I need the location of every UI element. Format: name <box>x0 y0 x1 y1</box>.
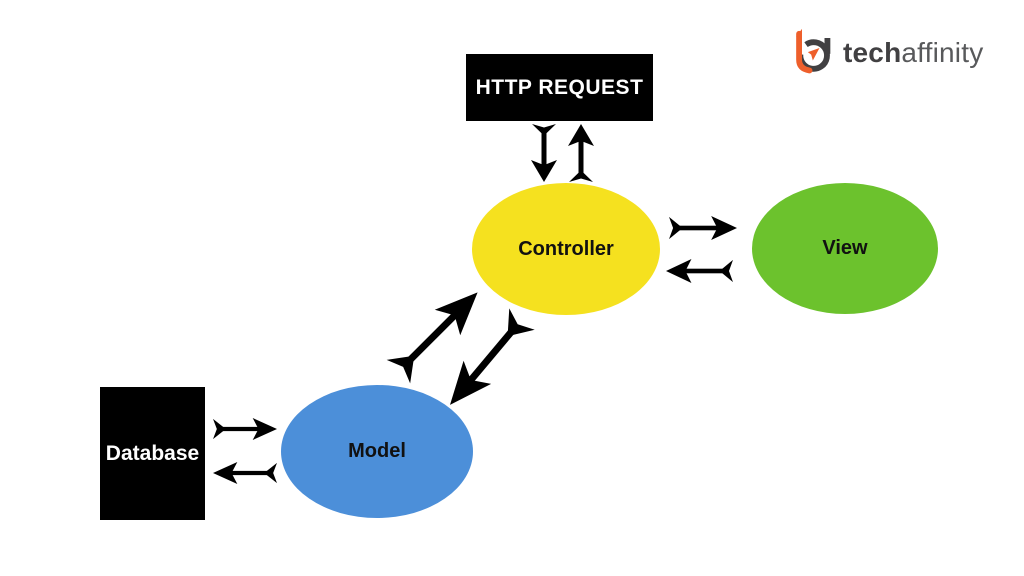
node-view: View <box>752 183 938 314</box>
model-label: Model <box>348 440 406 462</box>
node-model: Model <box>281 385 473 518</box>
arrow-database-to-model-icon <box>213 418 277 440</box>
node-http-request: HTTP REQUEST <box>466 54 653 121</box>
brand-wordmark: techaffinity <box>843 39 983 67</box>
brand-wordmark-light: affinity <box>901 37 984 68</box>
arrow-controller-to-http-icon <box>568 124 594 182</box>
techaffinity-logo-icon <box>796 28 831 74</box>
arrow-controller-to-view-icon <box>669 216 737 240</box>
node-controller: Controller <box>472 183 660 315</box>
database-label: Database <box>105 441 200 465</box>
arrow-model-to-database-icon <box>213 462 277 484</box>
brand-logo: techaffinity <box>786 28 983 78</box>
arrow-view-to-controller-icon <box>666 259 733 283</box>
http-request-label: HTTP REQUEST <box>475 75 644 99</box>
node-database: Database <box>100 387 205 520</box>
arrow-http-to-controller-icon <box>531 124 557 182</box>
controller-label: Controller <box>518 237 614 260</box>
brand-wordmark-bold: tech <box>843 37 902 68</box>
view-label: View <box>822 237 868 259</box>
